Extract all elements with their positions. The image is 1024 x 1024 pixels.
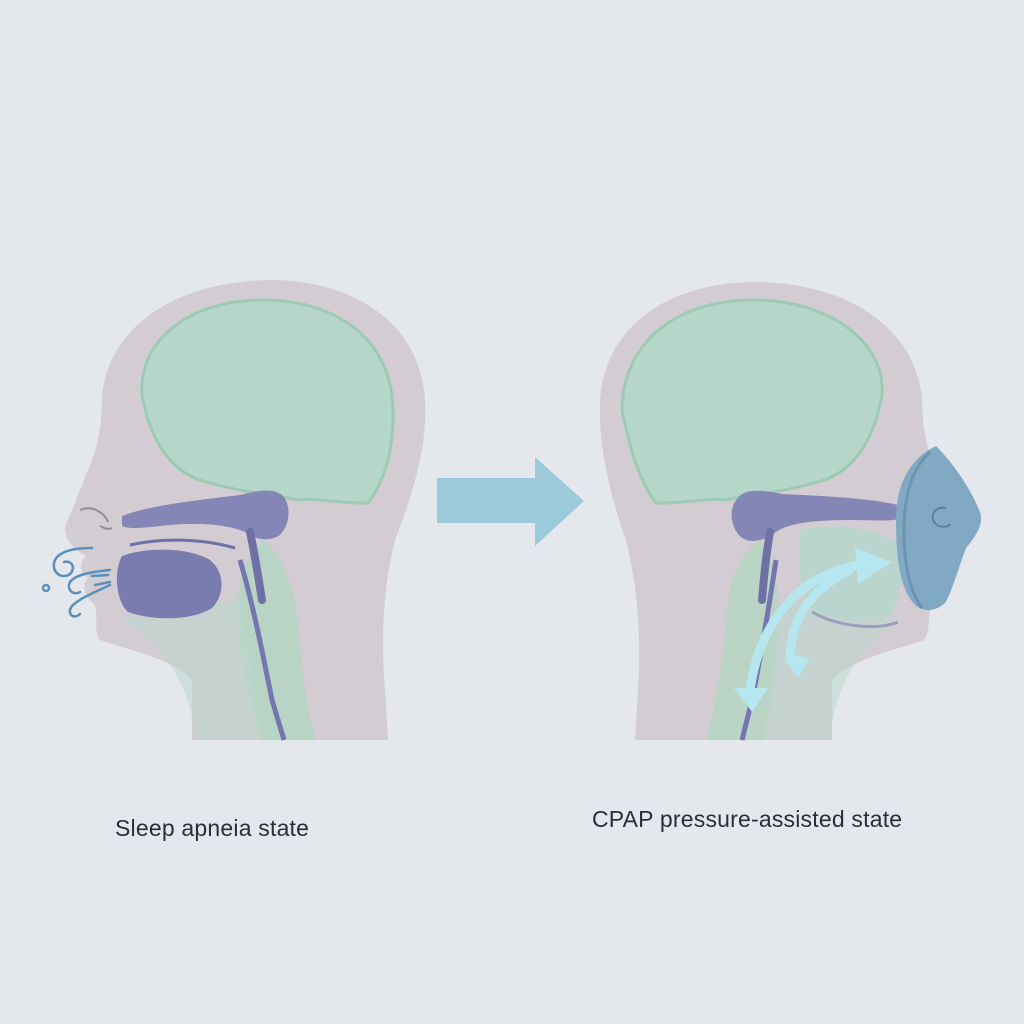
cpap-mask-icon [896,446,981,610]
left-tongue-obstruction [117,550,222,619]
caption-cpap-state: CPAP pressure-assisted state [592,806,902,833]
caption-sleep-apnea: Sleep apneia state [115,815,309,842]
left-neck-tissue [120,600,262,740]
right-arrow-icon [437,457,584,546]
left-head-group [65,280,425,740]
